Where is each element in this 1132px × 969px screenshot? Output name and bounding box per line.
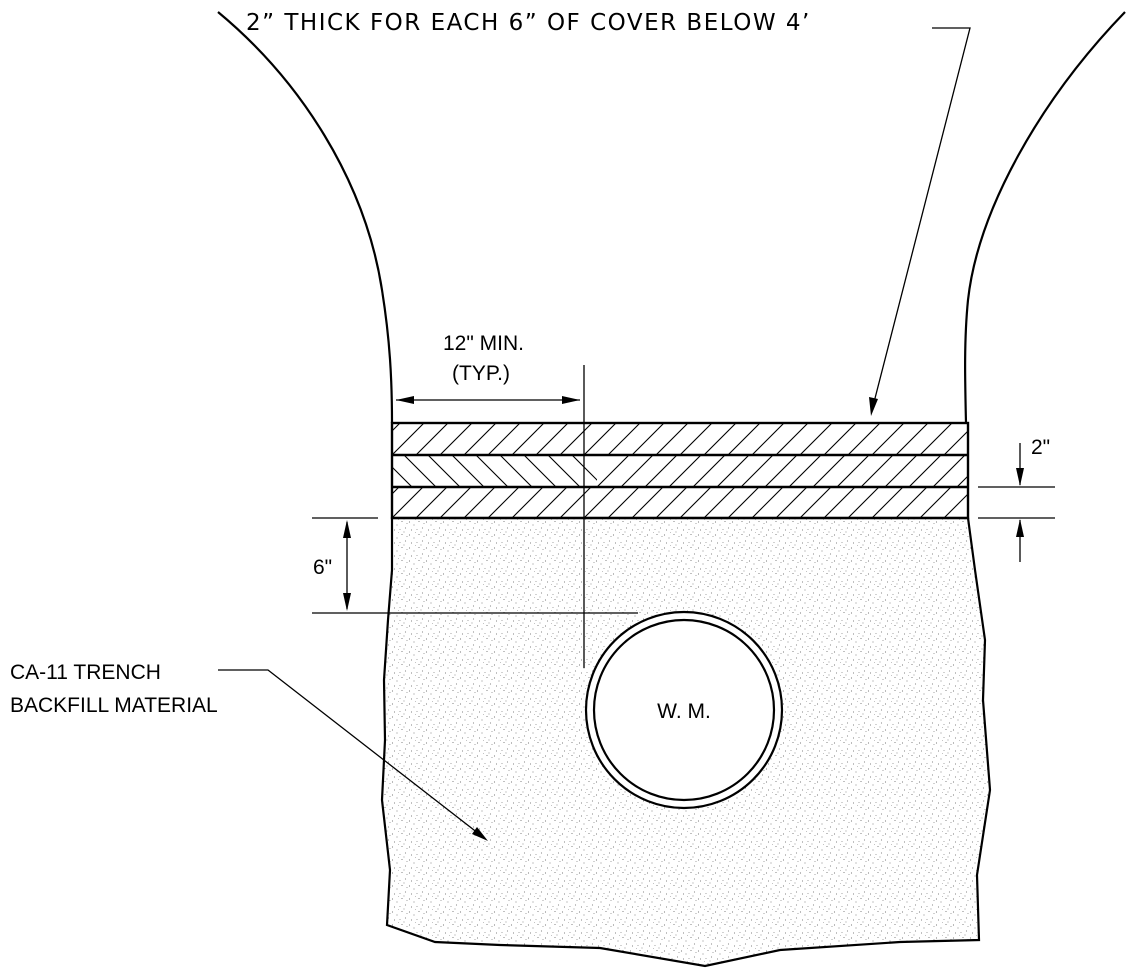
top-callout-leader (869, 27, 971, 416)
width-dim-label-1: 12" MIN. (443, 332, 524, 355)
trench-wall-left (217, 11, 394, 424)
layer-dim-label: 2" (1031, 436, 1050, 459)
paving-layers (390, 421, 970, 520)
backfill-label-2: BACKFILL MATERIAL (10, 694, 218, 717)
backfill-label-1: CA-11 TRENCH (10, 661, 161, 684)
hatch-layer-middle-right (597, 455, 968, 487)
paving-outline (390, 421, 970, 520)
width-dim-label-2: (TYP.) (452, 362, 510, 385)
hatch-layer-bottom (392, 487, 968, 518)
layer-dimension (978, 443, 1055, 562)
pipe-label: W. M. (657, 700, 711, 723)
hatch-layer-top (392, 423, 968, 455)
callout-top-text: 2” THICK FOR EACH 6” OF COVER BELOW 4’ (246, 10, 811, 36)
cover-dimension (312, 517, 638, 614)
water-main-pipe (584, 610, 784, 810)
width-dimension (396, 396, 580, 404)
cover-dim-label: 6" (313, 556, 332, 579)
backfill-callout-leader (218, 669, 488, 841)
hatch-layer-middle-left (392, 455, 597, 487)
trench-wall-right (964, 11, 1126, 424)
